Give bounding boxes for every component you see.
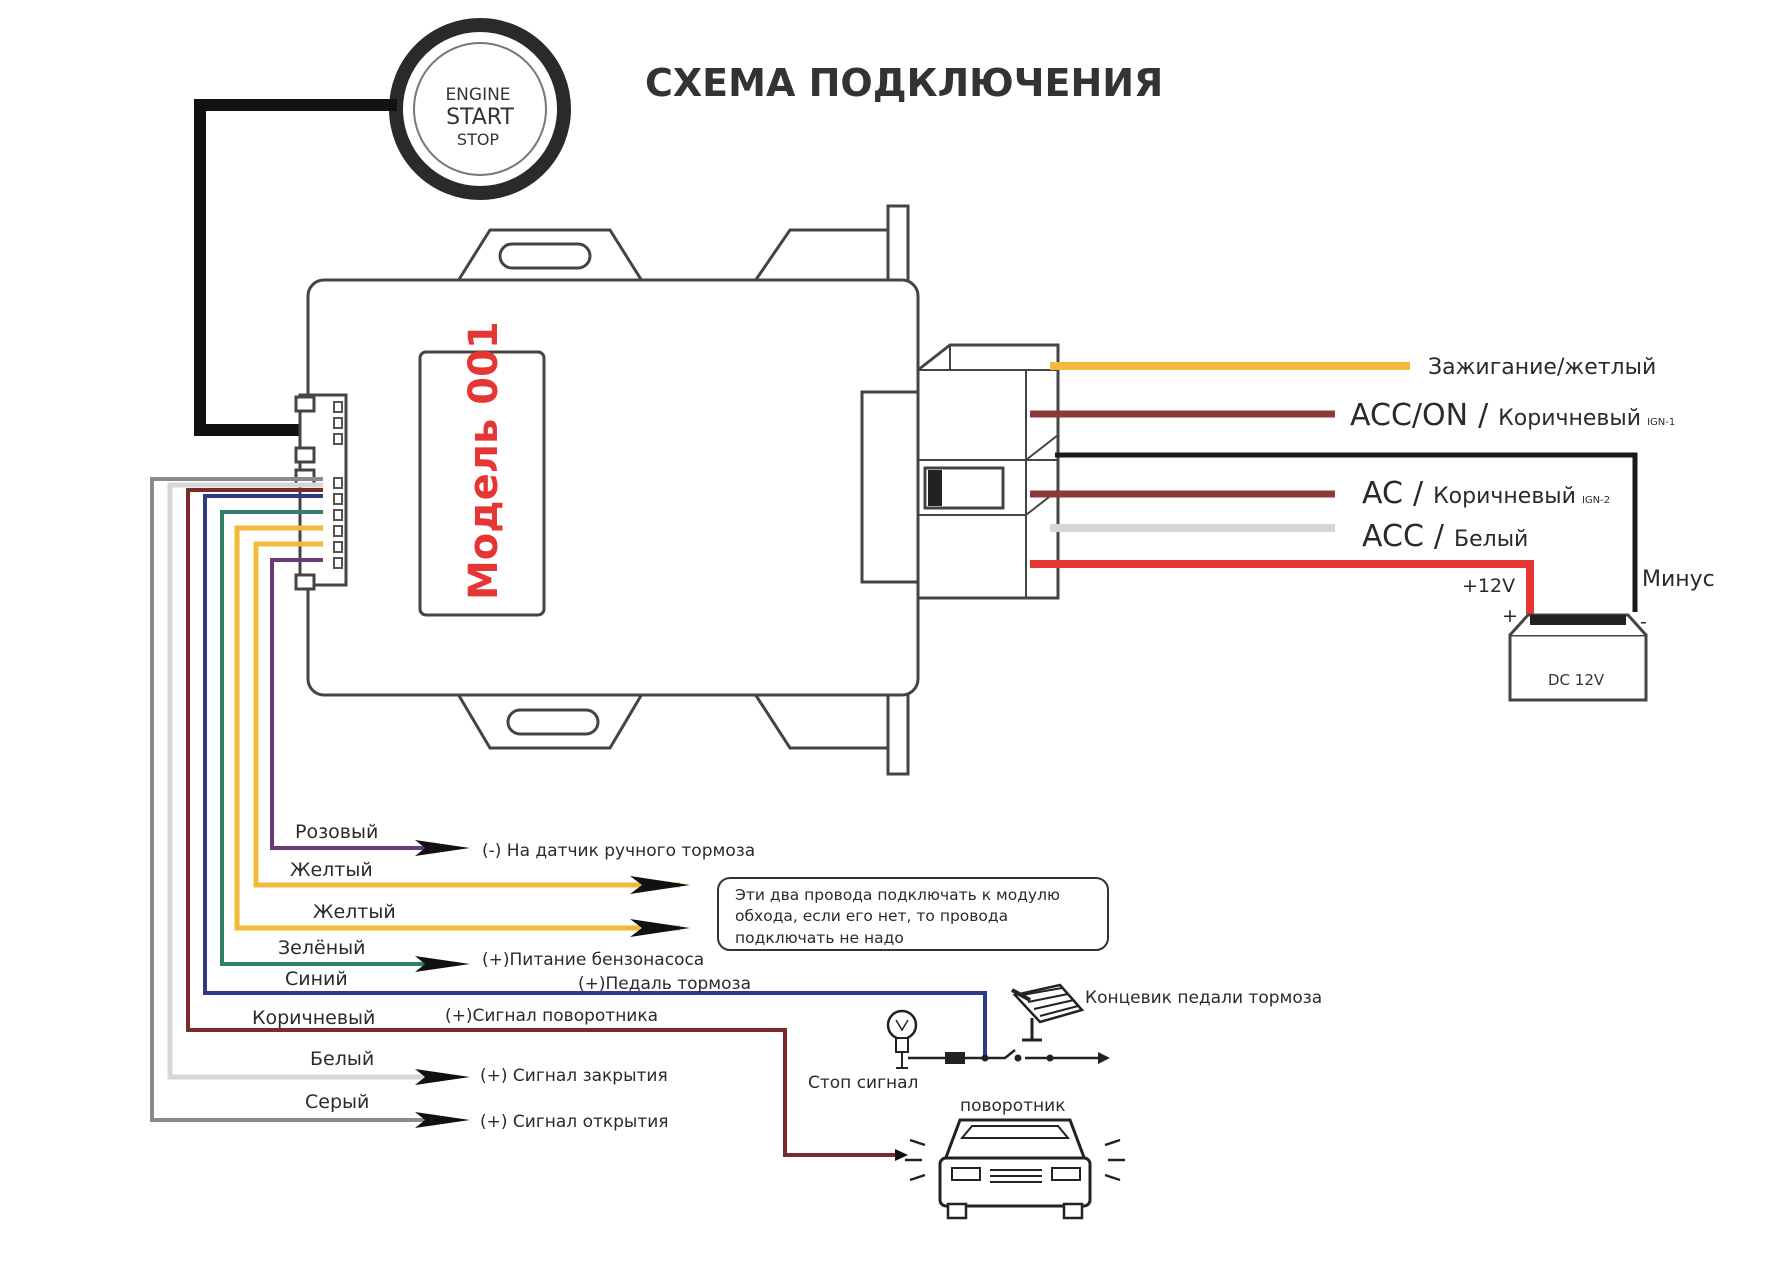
control-module: Модель 001 <box>294 204 1060 776</box>
brown-wire-label: Коричневый <box>252 1007 375 1029</box>
note-line1: Эти два провода подключать к модулю <box>735 886 1060 904</box>
fuse-icon <box>945 1052 965 1064</box>
brake-circuit-arrow <box>1098 1052 1110 1064</box>
car-icon <box>905 1118 1125 1220</box>
note-box: Эти два провода подключать к модулю обхо… <box>717 877 1109 951</box>
start-button-line3: STOP <box>457 130 500 149</box>
battery-plus: + <box>1502 605 1518 627</box>
brake-pedal-function: (+)Педаль тормоза <box>578 974 751 994</box>
brake-switch-label: Концевик педали тормоза <box>1085 988 1322 1008</box>
left-arrows <box>415 840 908 1161</box>
yellow1-wire-label: Желтый <box>290 859 373 881</box>
grey-wire-label: Серый <box>305 1091 369 1113</box>
right-wires <box>1030 362 1638 614</box>
green-wire-label: Зелёный <box>278 937 365 959</box>
stop-signal-label: Стоп сигнал <box>808 1073 918 1093</box>
battery-minus: - <box>1640 611 1647 633</box>
battery-label: DC 12V <box>1548 671 1605 689</box>
acc-on-label: ACC/ON / Коричневый IGN-1 <box>1350 398 1675 433</box>
turn-signal-function: (+)Сигнал поворотника <box>445 1006 658 1026</box>
stop-lamp-icon <box>886 1009 918 1069</box>
note-line2: обхода, если его нет, то провода <box>735 907 1008 925</box>
fuel-pump-function: (+)Питание бензонасоса <box>482 950 704 970</box>
ignition-label: Зажигание/жетлый <box>1428 355 1656 380</box>
minus-label: Минус <box>1642 567 1715 592</box>
ac-label: AC / Коричневый IGN-2 <box>1362 476 1610 511</box>
start-button-cable <box>194 99 397 436</box>
pink-wire-label: Розовый <box>295 821 378 843</box>
battery: DC 12V + - <box>1502 605 1648 702</box>
plus12v-label: +12V <box>1462 575 1515 597</box>
brake-circuit-line <box>908 1049 1100 1060</box>
turn-signal-lamp-label: поворотник <box>960 1096 1065 1116</box>
engine-start-stop-button: ENGINE START STOP <box>389 18 571 200</box>
start-button-line2: START <box>446 105 514 130</box>
yellow2-wire-label: Желтый <box>313 901 396 923</box>
left-wires <box>150 477 987 1157</box>
module-model-label: Модель 001 <box>461 321 507 600</box>
white-wire-label: Белый <box>310 1048 374 1070</box>
diagram-title: СХЕМА ПОДКЛЮЧЕНИЯ <box>645 61 1163 105</box>
brake-switch-icon <box>1011 983 1085 1042</box>
note-line3: подключать не надо <box>735 929 904 947</box>
lock-function: (+) Сигнал закрытия <box>480 1066 668 1086</box>
unlock-function: (+) Сигнал открытия <box>480 1112 669 1132</box>
blue-wire-label: Синий <box>285 968 348 990</box>
handbrake-function: (-) На датчик ручного тормоза <box>482 841 755 861</box>
start-button-line1: ENGINE <box>445 85 510 105</box>
acc-label: ACC / Белый <box>1362 519 1528 554</box>
